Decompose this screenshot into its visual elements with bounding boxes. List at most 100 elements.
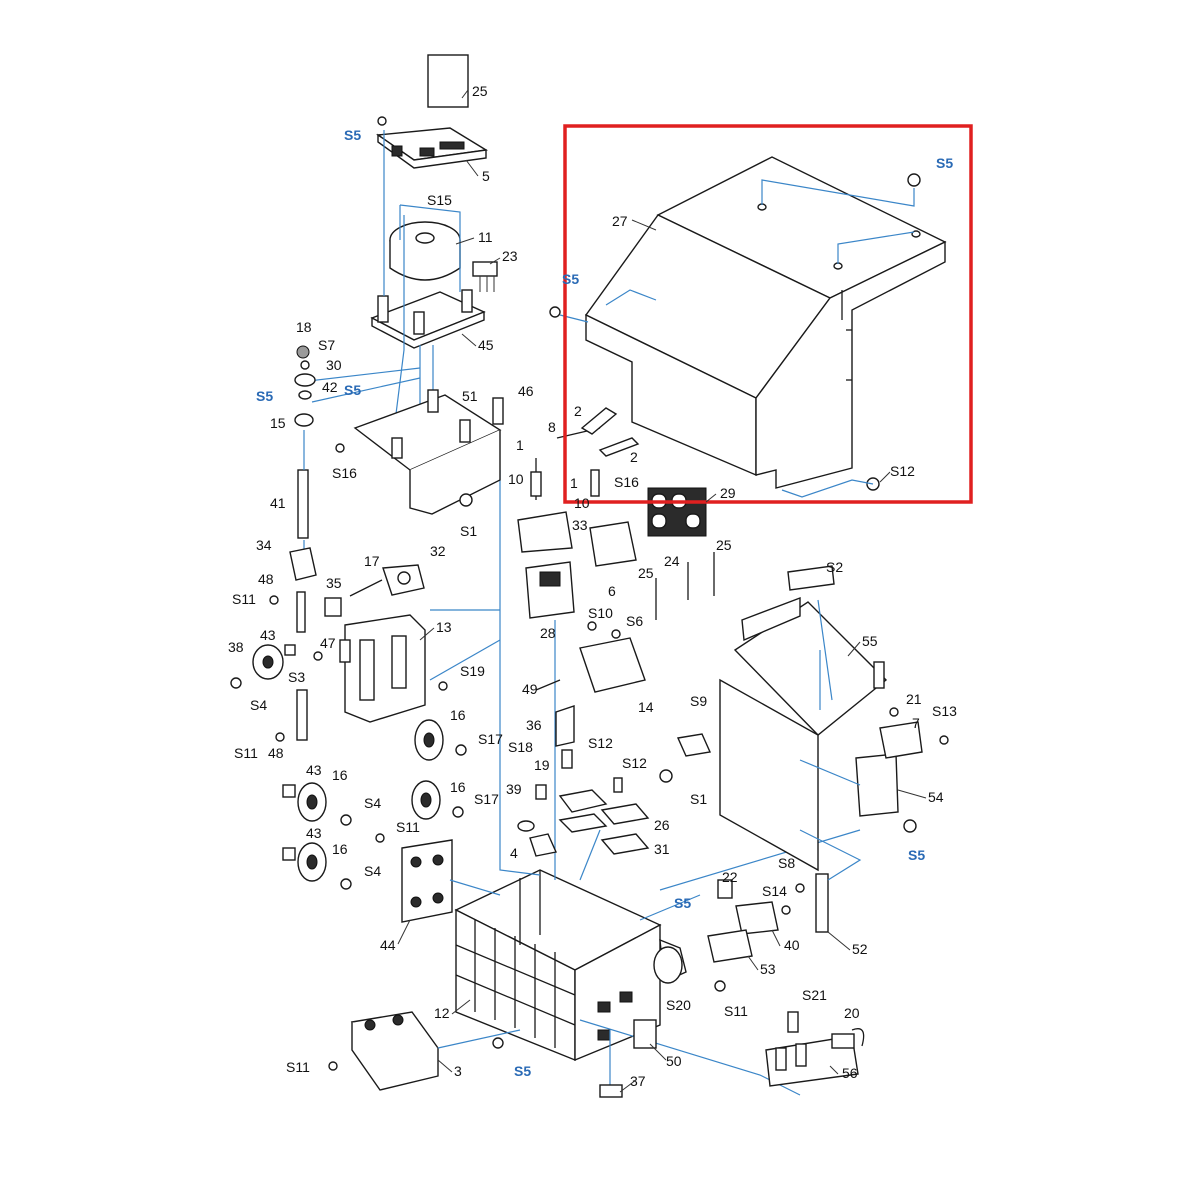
part-25-bracket <box>427 54 469 108</box>
label-36: 36 <box>526 717 542 733</box>
center-bracket-13 <box>339 564 448 723</box>
part-34-bracket <box>289 547 317 581</box>
right-lower-parts <box>599 879 865 1098</box>
part-37 <box>599 1084 623 1098</box>
screw-s13 <box>939 735 949 745</box>
label-16d: 16 <box>332 841 348 857</box>
part-28-switch <box>525 561 575 619</box>
part-46-standoff <box>492 397 504 425</box>
part-55-bracket <box>719 565 949 933</box>
label-s5-cover: S5 <box>936 155 953 171</box>
label-5: 5 <box>482 168 490 184</box>
label-18: 18 <box>296 319 312 335</box>
label-s3: S3 <box>288 669 305 685</box>
left-shaft-stack <box>230 345 342 742</box>
label-53: 53 <box>760 961 776 977</box>
screw-s19 <box>438 681 448 691</box>
label-s17a: S17 <box>478 731 503 747</box>
part-18-nut <box>296 345 310 359</box>
label-25a: 25 <box>472 83 488 99</box>
part-14-holder <box>579 637 646 693</box>
screw-s18 <box>561 749 573 769</box>
screw-s5-right <box>903 819 917 833</box>
plate-b <box>558 813 608 833</box>
label-47: 47 <box>320 635 336 651</box>
part-33-block <box>517 511 573 553</box>
s1-connector <box>659 769 673 783</box>
label-32: 32 <box>430 543 446 559</box>
part-3-foot-assembly <box>328 1011 504 1091</box>
screw-s11d <box>328 1061 338 1071</box>
label-s2: S2 <box>826 559 843 575</box>
label-2b: 2 <box>630 449 638 465</box>
screw-s12b <box>613 777 623 793</box>
part-31-plate <box>600 833 650 855</box>
label-39: 39 <box>506 781 522 797</box>
screw-s11a <box>269 595 279 605</box>
transformer-assembly <box>370 221 498 349</box>
label-s11e: S11 <box>724 1003 748 1019</box>
label-40: 40 <box>784 937 800 953</box>
part-27-top-cover <box>549 156 947 498</box>
label-2a: 2 <box>574 403 582 419</box>
lower-center-parts <box>517 705 712 857</box>
label-28: 28 <box>540 625 556 641</box>
screw-s14 <box>781 905 791 915</box>
part-54-plate <box>855 753 899 817</box>
label-27: 27 <box>612 213 628 229</box>
screw-s11e <box>714 980 726 992</box>
transformer-hole <box>415 232 435 244</box>
screw-s17a <box>455 744 467 756</box>
part-50 <box>633 1019 657 1049</box>
label-s4b: S4 <box>364 795 381 811</box>
part-21-screw <box>889 707 899 717</box>
part-13-frame <box>344 614 426 723</box>
label-15: 15 <box>270 415 286 431</box>
label-50: 50 <box>666 1053 682 1069</box>
label-10b: 10 <box>574 495 590 511</box>
wheel-set <box>282 719 467 890</box>
label-7: 7 <box>912 715 920 731</box>
part-2b <box>598 437 640 457</box>
label-29: 29 <box>720 485 736 501</box>
label-45: 45 <box>478 337 494 353</box>
pcb-header <box>439 141 465 150</box>
screw-s16 <box>335 443 345 453</box>
label-43b: 43 <box>306 762 322 778</box>
label-20: 20 <box>844 1005 860 1021</box>
plate-post-3 <box>459 419 471 443</box>
label-4: 4 <box>510 845 518 861</box>
label-3: 3 <box>454 1063 462 1079</box>
part-49-spring <box>535 679 561 691</box>
part-20 <box>831 1033 855 1049</box>
assembly-lines-upper <box>299 130 461 431</box>
label-s18: S18 <box>508 739 533 755</box>
label-s16-left: S16 <box>332 465 357 481</box>
spacer-43c <box>282 847 296 861</box>
part-10a <box>530 471 542 497</box>
wheel-hub <box>262 655 274 669</box>
label-16b: 16 <box>332 767 348 783</box>
screw-s5-board <box>377 116 387 126</box>
label-1: 1 <box>516 437 524 453</box>
label-17: 17 <box>364 553 380 569</box>
label-48a: 48 <box>258 571 274 587</box>
label-s15: S15 <box>427 192 452 208</box>
label-46: 46 <box>518 383 534 399</box>
part-48-strip-b <box>296 689 308 741</box>
label-44: 44 <box>380 937 396 953</box>
label-34: 34 <box>256 537 272 553</box>
part-41-shaft <box>297 469 309 539</box>
label-35: 35 <box>326 575 342 591</box>
label-37: 37 <box>630 1073 646 1089</box>
part-11-transformer <box>389 240 461 281</box>
assembly-lines-lower <box>429 470 861 1096</box>
label-s16-mid: S16 <box>614 474 639 490</box>
part-22 <box>717 879 733 899</box>
label-48b: 48 <box>268 745 284 761</box>
part-40 <box>735 901 779 935</box>
spacer-43b <box>282 784 296 798</box>
part-47-pin <box>339 639 351 663</box>
frame-slot-1 <box>359 639 375 701</box>
